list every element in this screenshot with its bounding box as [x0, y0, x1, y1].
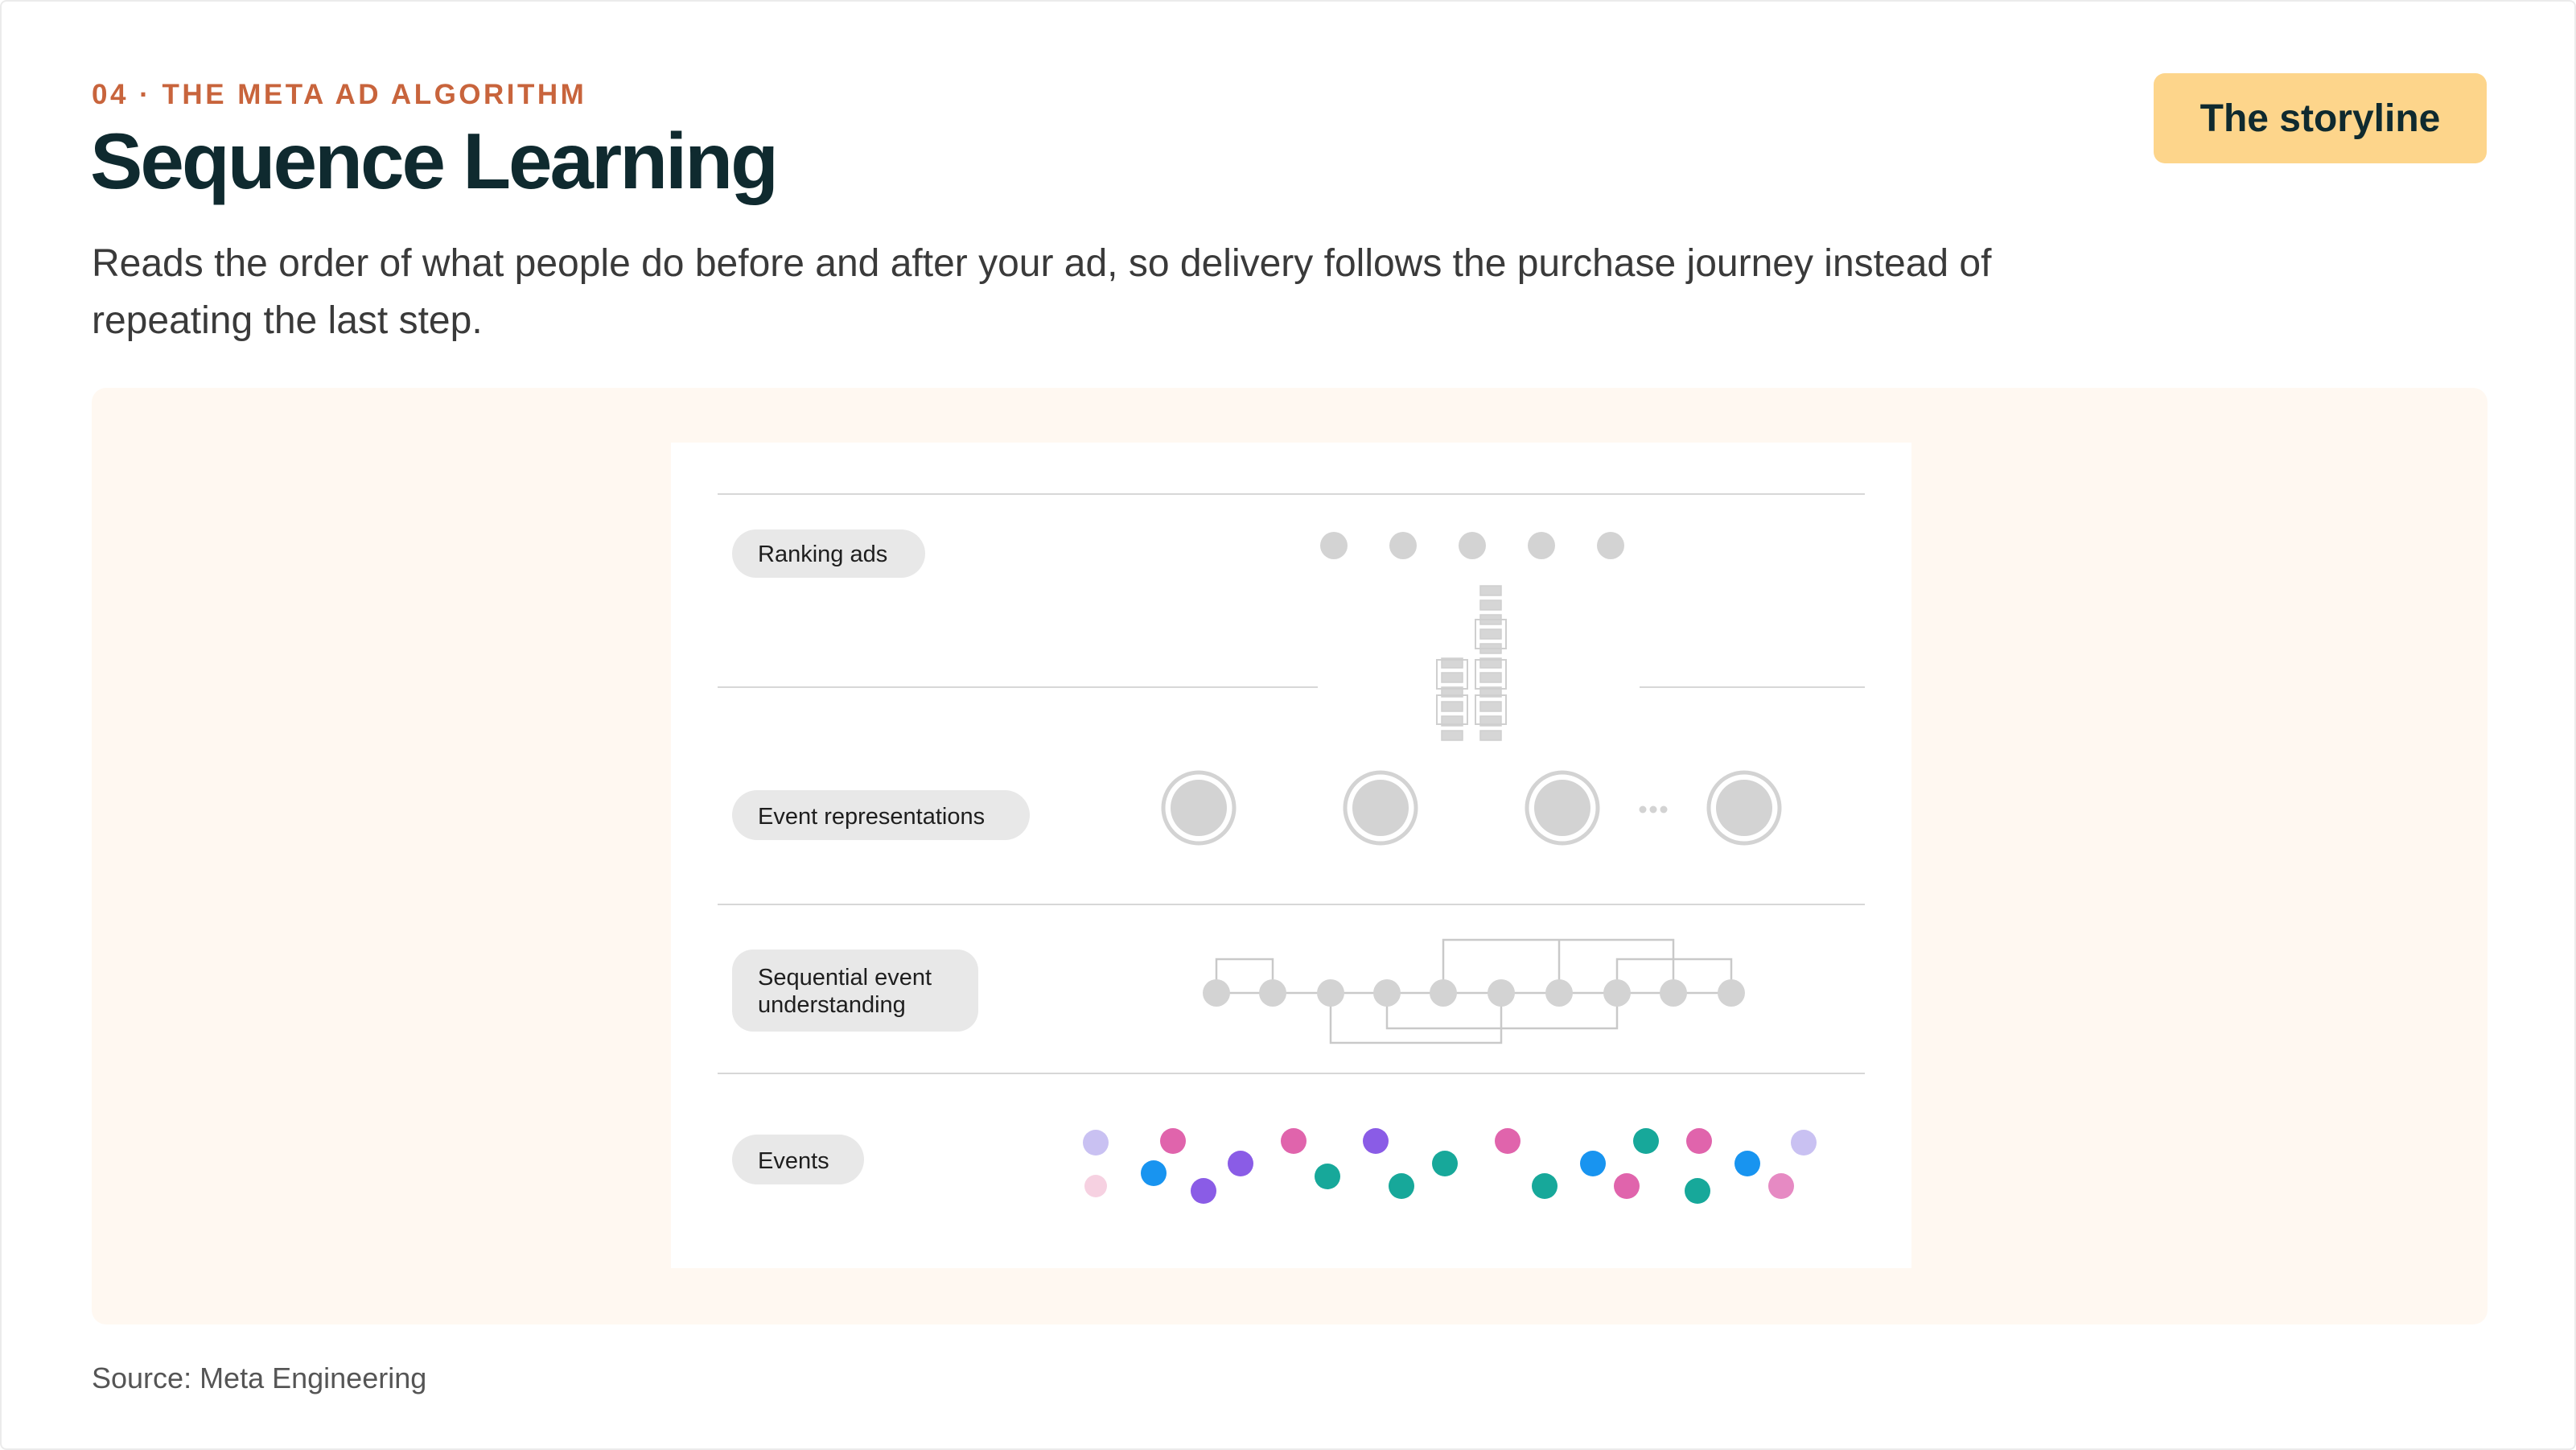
ranking-node — [1389, 532, 1417, 559]
event-dot — [1315, 1164, 1340, 1189]
ranking-output-nodes — [1320, 532, 1624, 559]
events-label: Events — [758, 1148, 829, 1174]
event-dot — [1791, 1130, 1817, 1155]
event-representation-node — [1706, 770, 1782, 846]
event-dot — [1686, 1128, 1712, 1154]
sequence-node — [1203, 979, 1230, 1007]
event-dot — [1734, 1151, 1760, 1176]
sequence-graph — [1203, 938, 1745, 1044]
page-subtitle: Reads the order of what people do before… — [92, 242, 1992, 342]
event-representation-node — [1161, 770, 1237, 846]
event-dot — [1083, 1130, 1109, 1155]
sequence-learning-diagram: Ranking ads Event representations Sequen… — [671, 443, 1911, 1268]
ellipsis-icon — [1639, 805, 1668, 814]
sequence-node — [1603, 979, 1631, 1007]
event-representation-node — [1343, 770, 1418, 846]
event-dot — [1685, 1178, 1710, 1204]
source-note: Source: Meta Engineering — [92, 1361, 427, 1394]
event-dot — [1228, 1151, 1253, 1176]
layer-label-events: Events — [732, 1135, 864, 1184]
sequence-node — [1430, 979, 1457, 1007]
sequence-node — [1488, 979, 1515, 1007]
event-dot — [1614, 1173, 1640, 1199]
sequence-node — [1317, 979, 1344, 1007]
event-representation-nodes — [1161, 770, 1782, 846]
layer-label-ranking: Ranking ads — [732, 529, 925, 578]
event-dot — [1432, 1151, 1458, 1176]
layer-label-event-representations: Event representations — [732, 790, 1030, 840]
sequential-label-line2: understanding — [758, 992, 906, 1018]
sequence-node — [1545, 979, 1573, 1007]
event-dot — [1191, 1178, 1216, 1204]
ranking-node — [1528, 532, 1555, 559]
event-dot — [1141, 1160, 1167, 1186]
event-dots — [1083, 1128, 1817, 1204]
sequence-node — [1373, 979, 1401, 1007]
layer-dividers — [718, 493, 1865, 1074]
layer-label-sequential: Sequential event understanding — [732, 950, 978, 1032]
sequence-node — [1718, 979, 1745, 1007]
event-dot — [1281, 1128, 1307, 1154]
sequence-node — [1660, 979, 1687, 1007]
event-dot — [1363, 1128, 1389, 1154]
event-dot — [1532, 1173, 1558, 1199]
ranking-ads-label: Ranking ads — [758, 542, 887, 567]
event-dot — [1580, 1151, 1606, 1176]
sequential-label-line1: Sequential event — [758, 965, 932, 991]
event-dot — [1084, 1175, 1107, 1197]
ranking-node — [1320, 532, 1348, 559]
event-dot — [1633, 1128, 1659, 1154]
sequence-node — [1259, 979, 1286, 1007]
model-block-icon — [1436, 585, 1507, 741]
event-representations-label: Event representations — [758, 804, 985, 830]
event-dot — [1768, 1173, 1794, 1199]
ranking-node — [1597, 532, 1624, 559]
event-representation-node — [1525, 770, 1600, 846]
ranking-node — [1459, 532, 1486, 559]
event-dot — [1160, 1128, 1186, 1154]
event-dot — [1389, 1173, 1414, 1199]
page-title: Sequence Learning — [90, 117, 779, 205]
section-eyebrow: 04 · THE META AD ALGORITHM — [92, 79, 587, 110]
storyline-button[interactable]: The storyline — [2154, 73, 2487, 163]
event-dot — [1495, 1128, 1520, 1154]
